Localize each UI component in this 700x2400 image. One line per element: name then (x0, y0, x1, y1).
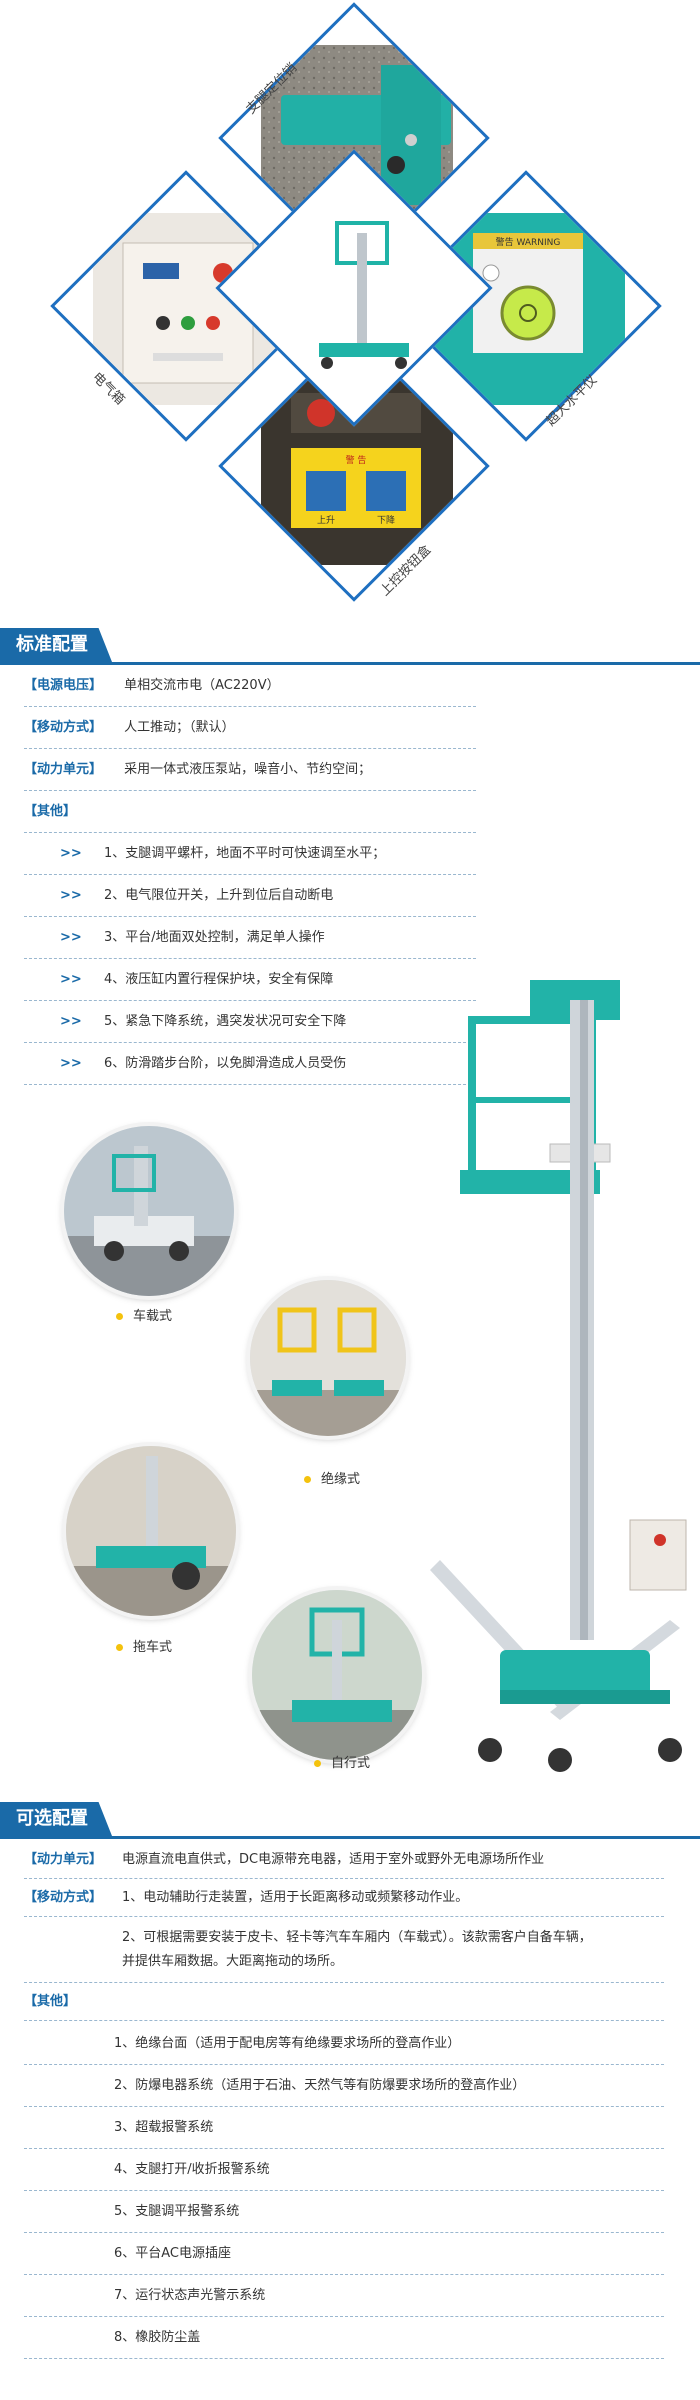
bullet-dot-icon (314, 1760, 321, 1767)
bullet-dot-icon (304, 1476, 311, 1483)
opt-row-unit: 【动力单元】 电源直流电直供式，DC电源带充电器，适用于室外或野外无电源场所作业 (24, 1842, 664, 1879)
std-others-tag: 【其他】 (24, 804, 77, 819)
opt-other-text: 2、防爆电器系统（适用于石油、天然气等有防爆要求场所的登高作业） (114, 2078, 526, 2093)
std-row-value: 人工推动；（默认） (124, 720, 235, 735)
std-row-tag: 【动力单元】 (24, 762, 103, 777)
opt-row-value: 电源直流电直供式，DC电源带充电器，适用于室外或野外无电源场所作业 (122, 1852, 545, 1867)
std-row-others: 【其他】 (24, 792, 476, 833)
optional-config-header: 可选配置 (0, 1802, 700, 1839)
opt-other-item: 3、超载报警系统 (24, 2108, 664, 2149)
variant-insulated-caption: 绝缘式 (304, 1468, 360, 1487)
opt-other-text: 6、平台AC电源插座 (114, 2246, 232, 2261)
control-sign-text: 警 告 (346, 454, 367, 466)
opt-row-others: 【其他】 (24, 1984, 664, 2021)
optional-config-title: 可选配置 (0, 1802, 112, 1836)
standard-config-title: 标准配置 (0, 628, 112, 662)
std-other-item: >> 1、支腿调平螺杆，地面不平时可快速调至水平； (24, 834, 476, 875)
std-row-unit: 【动力单元】 采用一体式液压泵站，噪音小、节约空间； (24, 750, 476, 791)
opt-other-item: 1、绝缘台面（适用于配电房等有绝缘要求场所的登高作业） (24, 2024, 664, 2065)
opt-others-tag: 【其他】 (24, 1994, 77, 2009)
std-other-item: >> 6、防滑踏步台阶，以免脚滑造成人员受伤 (24, 1044, 476, 1085)
opt-other-text: 3、超载报警系统 (114, 2120, 214, 2135)
variant-insulated-image (250, 1280, 406, 1436)
std-row-power: 【电源电压】 单相交流市电（AC220V） (24, 666, 476, 707)
arrow-icon: >> (60, 1014, 82, 1029)
variant-label: 拖车式 (133, 1640, 173, 1655)
opt-row-tag: 【动力单元】 (24, 1852, 103, 1867)
opt-move-2-line2: 并提供车厢数据。大距离拖动的场所。 (122, 1954, 344, 1969)
bullet-dot-icon (116, 1313, 123, 1320)
std-other-text: 2、电气限位开关，上升到位后自动断电 (104, 888, 334, 903)
std-row-value: 单相交流市电（AC220V） (124, 678, 280, 693)
opt-move-2-line1: 2、可根据需要安装于皮卡、轻卡等汽车车厢内（车载式）。该款需客户自备车辆， (122, 1930, 592, 1945)
opt-other-item: 7、运行状态声光警示系统 (24, 2276, 664, 2317)
std-row-tag: 【电源电压】 (24, 678, 103, 693)
warning-sign-text: 警告 WARNING (496, 236, 561, 248)
opt-row-value: 1、电动辅助行走装置，适用于长距离移动或频繁移动作业。 (122, 1890, 469, 1905)
variant-label: 自行式 (331, 1756, 371, 1771)
up-label: 上升 (317, 515, 335, 526)
opt-other-item: 2、防爆电器系统（适用于石油、天然气等有防爆要求场所的登高作业） (24, 2066, 664, 2107)
opt-other-item: 5、支腿调平报警系统 (24, 2192, 664, 2233)
std-other-item: >> 4、液压缸内置行程保护块，安全有保障 (24, 960, 476, 1001)
feature-showcase: 支腿定位销 电气箱 警告 WARNING (0, 0, 700, 620)
std-other-text: 4、液压缸内置行程保护块，安全有保障 (104, 972, 334, 987)
arrow-icon: >> (60, 930, 82, 945)
std-other-text: 5、紧急下降系统，遇突发状况可安全下降 (104, 1014, 347, 1029)
opt-other-text: 1、绝缘台面（适用于配电房等有绝缘要求场所的登高作业） (114, 2036, 461, 2051)
std-other-item: >> 2、电气限位开关，上升到位后自动断电 (24, 876, 476, 917)
std-other-item: >> 3、平台/地面双处控制，满足单人操作 (24, 918, 476, 959)
opt-other-text: 7、运行状态声光警示系统 (114, 2288, 266, 2303)
variant-label: 绝缘式 (321, 1472, 361, 1487)
arrow-icon: >> (60, 972, 82, 987)
variant-trailer-image (66, 1446, 236, 1616)
opt-other-text: 4、支腿打开/收折报警系统 (114, 2162, 270, 2177)
std-row-tag: 【移动方式】 (24, 720, 103, 735)
variant-label: 车载式 (133, 1309, 173, 1324)
opt-other-item: 4、支腿打开/收折报警系统 (24, 2150, 664, 2191)
opt-other-item: 6、平台AC电源插座 (24, 2234, 664, 2275)
variant-truck-image (64, 1126, 234, 1296)
arrow-icon: >> (60, 1056, 82, 1071)
opt-row-move: 【移动方式】 1、电动辅助行走装置，适用于长距离移动或频繁移动作业。 (24, 1880, 664, 1917)
bullet-dot-icon (116, 1644, 123, 1651)
opt-other-text: 8、橡胶防尘盖 (114, 2330, 201, 2345)
std-other-text: 3、平台/地面双处控制，满足单人操作 (104, 930, 325, 945)
opt-row-move-2: 2、可根据需要安装于皮卡、轻卡等汽车车厢内（车载式）。该款需客户自备车辆， 并提… (24, 1918, 664, 1983)
std-row-move: 【移动方式】 人工推动；（默认） (24, 708, 476, 749)
arrow-icon: >> (60, 846, 82, 861)
variant-trailer-caption: 拖车式 (116, 1636, 172, 1655)
std-other-text: 1、支腿调平螺杆，地面不平时可快速调至水平； (104, 846, 386, 861)
product-lift-illustration (430, 980, 687, 1772)
standard-config-header: 标准配置 (0, 628, 700, 665)
down-label: 下降 (377, 514, 395, 526)
opt-row-tag: 【移动方式】 (24, 1890, 103, 1905)
std-other-text: 6、防滑踏步台阶，以免脚滑造成人员受伤 (104, 1056, 347, 1071)
arrow-icon: >> (60, 888, 82, 903)
std-other-item: >> 5、紧急下降系统，遇突发状况可安全下降 (24, 1002, 476, 1043)
opt-other-text: 5、支腿调平报警系统 (114, 2204, 240, 2219)
variant-truck-caption: 车载式 (116, 1305, 172, 1324)
std-row-value: 采用一体式液压泵站，噪音小、节约空间； (124, 762, 372, 777)
opt-other-item: 8、橡胶防尘盖 (24, 2318, 664, 2359)
variant-selfpropelled-image (252, 1590, 422, 1760)
variant-selfpropelled-caption: 自行式 (314, 1752, 370, 1771)
